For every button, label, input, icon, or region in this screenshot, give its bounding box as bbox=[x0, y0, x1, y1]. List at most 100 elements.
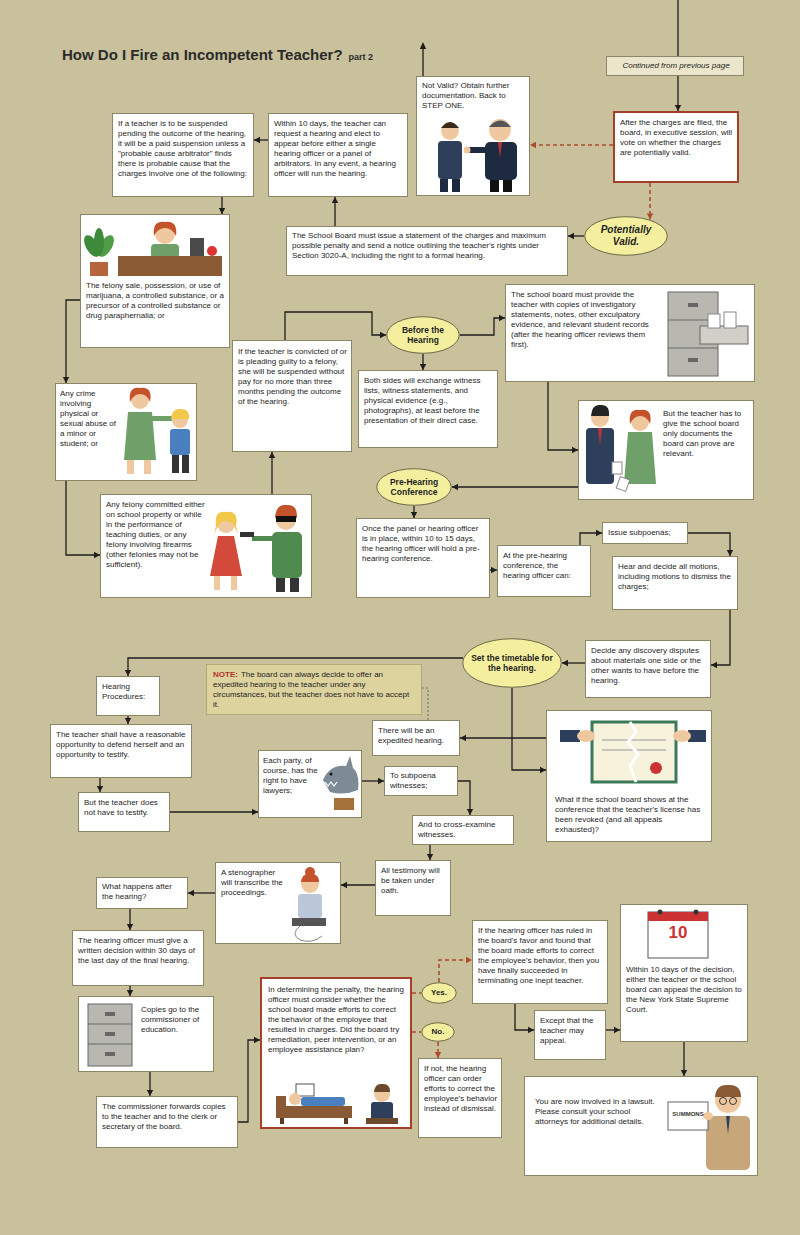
text-block: You are now involved in a lawsuit. Pleas… bbox=[535, 1097, 665, 1127]
process-box: If the teacher is convicted of or is ple… bbox=[232, 340, 352, 452]
flow-arrow bbox=[170, 809, 258, 815]
node-text: Not Valid? Obtain further documentation.… bbox=[422, 81, 526, 111]
ellipse-outline bbox=[422, 1023, 455, 1042]
text-block: The hearing officer must give a written … bbox=[78, 936, 200, 966]
node-text: Both sides will exchange witness lists, … bbox=[364, 376, 494, 426]
node-text: After the charges are filed, the board, … bbox=[620, 118, 734, 158]
flow-arrow bbox=[285, 312, 386, 340]
node-text: Each party, of course, has the right to … bbox=[263, 756, 321, 796]
connector-line bbox=[530, 144, 613, 146]
flow-arrow bbox=[63, 300, 80, 383]
back-arrow bbox=[420, 42, 426, 76]
process-box: Once the panel or hearing officer is in … bbox=[356, 518, 490, 598]
arrow-head bbox=[562, 660, 568, 666]
flow-arrow bbox=[97, 778, 103, 792]
text-block: No. bbox=[423, 1027, 453, 1037]
process-box: The School Board must issue a statement … bbox=[286, 226, 568, 276]
process-box: Any felony committed either on school pr… bbox=[100, 494, 312, 598]
node-text: What happens after the hearing? bbox=[102, 882, 184, 902]
text-block: Hearing Procedures: bbox=[102, 682, 158, 702]
flow-arrow bbox=[711, 610, 730, 668]
connector-line bbox=[580, 533, 602, 545]
flow-arrow bbox=[460, 735, 546, 741]
node-text: There will be an expedited hearing. bbox=[378, 726, 456, 746]
node-text: Issue subpoenas; bbox=[608, 528, 684, 538]
process-box: The teacher shall have a reasonable oppo… bbox=[50, 724, 192, 778]
text-block: At the pre-hearing conference, the heari… bbox=[503, 551, 587, 581]
process-box: A stenographer will transcribe the proce… bbox=[215, 862, 341, 944]
process-box: The hearing officer must give a written … bbox=[72, 930, 204, 986]
text-block: The commissioner forwards copies to the … bbox=[102, 1102, 234, 1132]
node-text: The School Board must issue a statement … bbox=[292, 231, 562, 261]
ellipse-outline bbox=[377, 469, 452, 506]
text-block: Once the panel or hearing officer is in … bbox=[362, 524, 486, 564]
node-text: Before the Hearing bbox=[393, 325, 453, 345]
text-block: Issue subpoenas; bbox=[608, 528, 684, 538]
process-box: The school board must provide the teache… bbox=[505, 284, 755, 382]
ellipse-outline bbox=[463, 639, 562, 688]
node-text: Any felony committed either on school pr… bbox=[106, 500, 206, 570]
process-box: At the pre-hearing conference, the heari… bbox=[497, 545, 591, 597]
flow-arrow bbox=[411, 506, 417, 518]
process-box: Hearing Procedures: bbox=[96, 676, 160, 716]
process-box: Both sides will exchange witness lists, … bbox=[358, 370, 498, 448]
process-box: But the teacher does not have to testify… bbox=[78, 792, 170, 832]
arrow-head bbox=[530, 142, 536, 148]
text-block: Both sides will exchange witness lists, … bbox=[364, 376, 494, 426]
node-text: The school board must provide the teache… bbox=[511, 290, 663, 350]
connector-line bbox=[515, 1004, 534, 1030]
node-text: The hearing officer must give a written … bbox=[78, 936, 200, 966]
text-block: Within 10 days of the decision, either t… bbox=[626, 965, 744, 1015]
arrow-head bbox=[711, 662, 717, 668]
text-block: After the charges are filed, the board, … bbox=[620, 118, 734, 158]
text-block: If the teacher is convicted of or is ple… bbox=[238, 347, 348, 407]
back-arrow bbox=[422, 48, 423, 76]
node-text: Any crime involving physical or sexual a… bbox=[60, 389, 120, 449]
node-text: Copies go to the commissioner of educati… bbox=[141, 1005, 211, 1035]
node-text: Hearing Procedures: bbox=[102, 682, 158, 702]
process-box: And to cross-examine witnesses. bbox=[412, 815, 514, 845]
process-box: If the hearing officer has ruled in the … bbox=[472, 920, 608, 1004]
process-box: There will be an expedited hearing. bbox=[372, 720, 460, 756]
connector-line bbox=[460, 318, 505, 335]
text-block: There will be an expedited hearing. bbox=[378, 726, 456, 746]
flow-arrow bbox=[512, 688, 546, 773]
text-block: And to cross-examine witnesses. bbox=[418, 820, 510, 840]
text-block: What happens after the hearing? bbox=[102, 882, 184, 902]
flow-arrow bbox=[188, 890, 215, 896]
node-text: And to cross-examine witnesses. bbox=[418, 820, 510, 840]
node-text: A stenographer will transcribe the proce… bbox=[221, 868, 285, 898]
ellipse-outline bbox=[422, 983, 457, 1004]
text-block: Set the timetable for the hearing. bbox=[471, 653, 553, 673]
summons-text: SUMMONS bbox=[668, 1110, 708, 1118]
node-text: Pre-Hearing Conference bbox=[382, 477, 446, 497]
connector-line bbox=[412, 1031, 421, 1033]
connector-line bbox=[66, 481, 100, 555]
text-block: All testimony will be taken under oath. bbox=[381, 866, 447, 896]
note-heading: NOTE: bbox=[213, 670, 238, 679]
flow-ellipse: Set the timetable for the hearing. bbox=[462, 638, 562, 688]
node-text: Hear and decide all motions, including m… bbox=[618, 562, 734, 592]
process-box: The felony sale, possession, or use of m… bbox=[80, 214, 230, 348]
node-text: Except that the teacher may appeal. bbox=[540, 1016, 602, 1046]
continuation-line bbox=[677, 0, 678, 56]
node-text: What if the school board shows at the co… bbox=[555, 795, 705, 835]
back-arrow bbox=[420, 42, 426, 49]
flow-arrow bbox=[238, 1037, 260, 1122]
flow-arrow bbox=[681, 1042, 687, 1076]
node-text: But the teacher does not have to testify… bbox=[84, 798, 166, 818]
diagram-title: How Do I Fire an Incompetent Teacher? bbox=[62, 46, 343, 63]
flow-arrow bbox=[269, 452, 275, 494]
process-box: Each party, of course, has the right to … bbox=[258, 750, 362, 818]
text-block: Yes. bbox=[424, 988, 454, 998]
flow-ellipse: No. bbox=[421, 1022, 455, 1042]
flow-ellipse: Pre-Hearing Conference bbox=[376, 468, 452, 506]
node-text: The felony sale, possession, or use of m… bbox=[86, 281, 226, 321]
text-block: Not Valid? Obtain further documentation.… bbox=[422, 81, 526, 111]
connector-line bbox=[422, 688, 428, 720]
node-text: In determining the penalty, the hearing … bbox=[268, 985, 406, 1055]
arrow-head bbox=[254, 137, 260, 143]
process-box: Hear and decide all motions, including m… bbox=[612, 556, 738, 610]
flow-arrow bbox=[515, 1004, 534, 1033]
